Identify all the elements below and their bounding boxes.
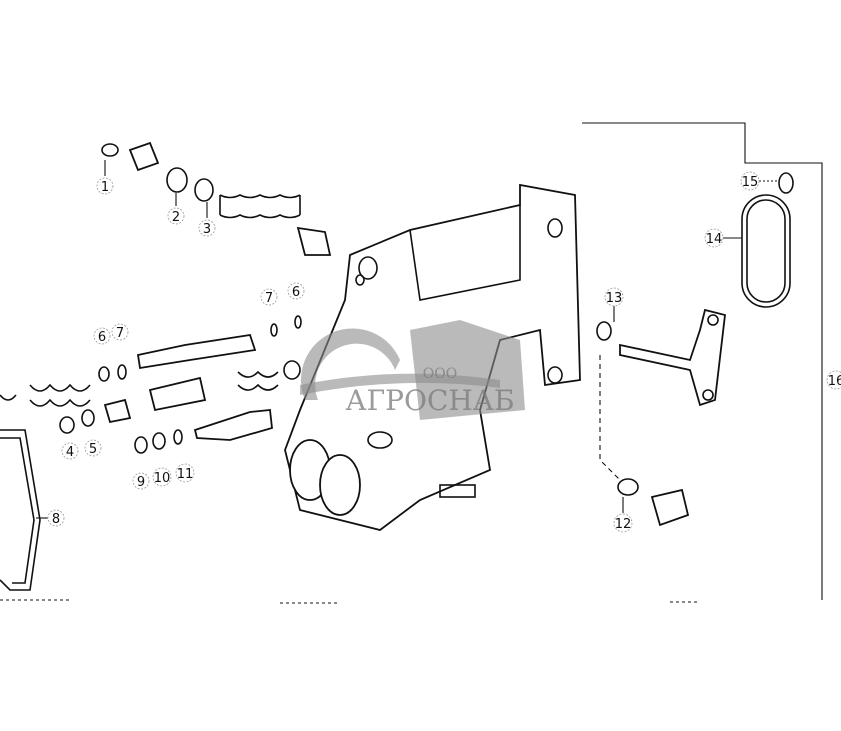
callout-1: 1 [96,160,114,195]
callout-labels: 1 2 3 4 5 6 7 7 6 8 9 10 11 12 13 14 15 … [36,160,841,533]
callout-text: 11 [177,467,194,482]
callout-text: 15 [742,175,759,190]
callout-text: 6 [98,330,106,345]
callout-text: 6 [292,285,300,300]
callout-6b: 6 [287,282,305,300]
seals [0,172,794,591]
callout-text: 16 [828,374,841,389]
callout-text: 7 [265,291,273,306]
callout-16: 16 [826,370,841,390]
watermark-logo: ООО АГРОСНАБ [300,320,525,420]
watermark-prefix: ООО [423,366,457,382]
callout-text: 14 [706,232,723,247]
callout-4: 4 [61,442,79,460]
callout-9: 9 [132,472,150,490]
callout-text: 1 [101,180,109,195]
callout-text: 12 [615,517,632,532]
callout-15: 15 [740,171,778,191]
callout-text: 7 [116,326,124,341]
frame-lines [0,122,823,604]
springs-and-spools [0,141,332,454]
callout-text: 10 [154,471,171,486]
callout-text: 13 [606,291,623,306]
callout-3: 3 [198,202,216,237]
callout-13: 13 [604,287,624,322]
callout-7a: 7 [111,323,129,341]
callout-14: 14 [704,228,742,248]
callout-text: 3 [203,222,211,237]
callout-text: 8 [52,512,60,527]
callout-7b: 7 [260,288,278,306]
callout-12: 12 [613,497,633,533]
callout-6a: 6 [93,327,111,345]
callout-text: 9 [137,475,145,490]
callout-text: 2 [172,210,180,225]
callout-text: 4 [66,445,74,460]
callout-5: 5 [84,439,102,457]
watermark-name: АГРОСНАБ [345,384,514,417]
callout-8: 8 [36,509,65,527]
lever-assembly [596,308,726,527]
callout-2: 2 [167,193,185,225]
callout-text: 5 [89,442,97,457]
callout-10: 10 [152,467,172,487]
callout-11: 11 [175,463,195,483]
